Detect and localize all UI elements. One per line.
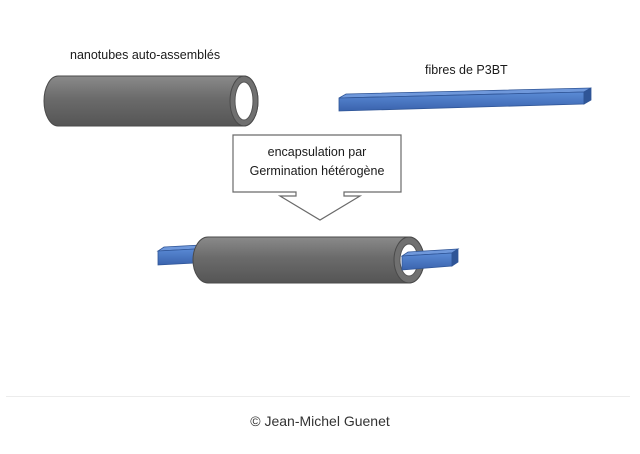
fibres-label: fibres de P3BT [425,63,508,77]
copyright-caption: © Jean-Michel Guenet [250,413,390,429]
nanotube-bottom [192,236,425,284]
nanotube-top [43,75,259,127]
encapsulated-assembly [156,236,460,284]
fibre-top [338,87,592,112]
nanotubes-label: nanotubes auto-assemblés [70,48,221,62]
callout-line-2: Germination hétérogène [249,164,385,178]
callout-line-1: encapsulation par [267,145,367,159]
callout-arrow [232,134,402,221]
fibre-right-end [400,248,460,271]
figure-frame [6,2,630,397]
